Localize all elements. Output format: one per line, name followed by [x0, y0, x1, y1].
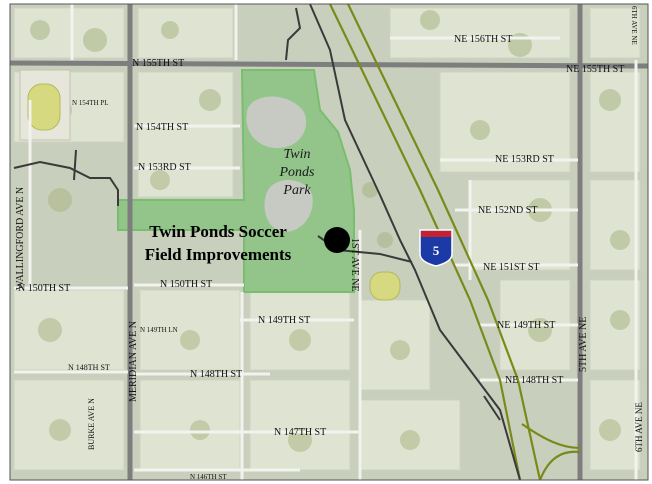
label-sixth-ave-b: 6TH AVE NE [634, 402, 644, 452]
major-roads [9, 4, 649, 480]
label-first-ave: 1ST AVE NE [349, 238, 360, 292]
label-sixth-ave-a: 6TH AVE NE [630, 6, 638, 45]
label-ne-153rd: NE 153RD ST [495, 154, 554, 165]
label-n-146th: N 146TH ST [190, 473, 227, 481]
interstate-shield-icon: 5 [419, 229, 453, 267]
label-wallingford: WALLINGFORD AVE N [15, 187, 26, 290]
label-ne-148th: NE 148TH ST [505, 375, 563, 386]
label-ne-155th: NE 155TH ST [566, 64, 624, 75]
label-n-154th-pl: N 154TH PL [72, 99, 109, 107]
interstate-5 [329, 3, 581, 481]
label-park-line2: Ponds [279, 165, 316, 180]
map-labels: Twin Ponds Soccer Field Improvements Twi… [15, 6, 644, 481]
label-n-150th-b: N 150TH ST [160, 279, 212, 290]
project-location-marker[interactable] [324, 227, 350, 253]
label-n-147th: N 147TH ST [274, 427, 326, 438]
label-meridian: MERIDIAN AVE N [128, 321, 139, 402]
residential-blocks [13, 7, 641, 471]
label-n-148th-a: N 148TH ST [68, 363, 110, 372]
map-frame [9, 3, 649, 481]
pond-south [264, 179, 313, 232]
label-project-line2: Field Improvements [145, 245, 292, 264]
minor-roads [14, 4, 638, 480]
label-fifth-ave: 5TH AVE NE [578, 317, 589, 372]
pond-north [246, 96, 307, 149]
label-park-line1: Twin [284, 147, 311, 162]
label-n-150th-a: N 150TH ST [18, 283, 70, 294]
label-ne-149th: NE 149TH ST [497, 320, 555, 331]
label-n-149th-ln: N 149TH LN [140, 326, 178, 334]
interstate-shield-number: 5 [433, 243, 440, 258]
label-ne-156th: NE 156TH ST [454, 34, 512, 45]
label-n-154th: N 154TH ST [136, 122, 188, 133]
label-ne-152nd: NE 152ND ST [478, 205, 537, 216]
label-project-line1: Twin Ponds Soccer [149, 222, 287, 241]
label-n-148th-b: N 148TH ST [190, 369, 242, 380]
label-ne-151st: NE 151ST ST [483, 262, 540, 273]
label-n-149th: N 149TH ST [258, 315, 310, 326]
label-burke: BURKE AVE N [87, 398, 96, 450]
school-grounds [19, 69, 71, 141]
athletic-field [369, 271, 401, 301]
label-n-155th: N 155TH ST [132, 58, 184, 69]
label-n-153rd: N 153RD ST [138, 162, 191, 173]
label-park-line3: Park [282, 183, 311, 198]
